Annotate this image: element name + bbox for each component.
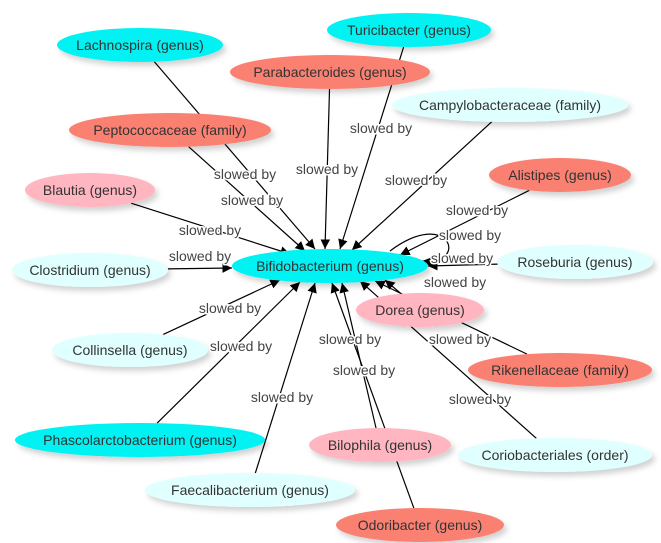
edge-label: slowed by bbox=[424, 274, 486, 290]
node-label: Bifidobacterium (genus) bbox=[256, 258, 404, 274]
node-collinsella[interactable]: Collinsella (genus) bbox=[52, 333, 208, 367]
node-peptococcaceae[interactable]: Peptococcaceae (family) bbox=[69, 113, 271, 147]
edge-phascolarctobacterium-to-bifidobacterium[interactable] bbox=[156, 281, 301, 424]
edge-label: slowed by bbox=[319, 331, 381, 347]
node-label: Alistipes (genus) bbox=[508, 167, 612, 183]
node-label: Lachnospira (genus) bbox=[76, 37, 204, 53]
edge-dorea-to-bifidobacterium[interactable] bbox=[384, 279, 402, 295]
edge-bilophila-to-bifidobacterium[interactable] bbox=[339, 282, 377, 429]
edge-label: slowed by bbox=[179, 222, 241, 238]
node-ellipse[interactable] bbox=[12, 253, 168, 287]
node-label: Bilophila (genus) bbox=[328, 437, 432, 453]
nodes-layer: Lachnospira (genus) Turicibacter (genus) P… bbox=[12, 13, 653, 542]
edge-label: slowed by bbox=[385, 172, 447, 188]
node-parabacteroides[interactable]: Parabacteroides (genus) bbox=[230, 55, 430, 89]
node-ellipse[interactable] bbox=[356, 293, 484, 327]
node-ellipse[interactable] bbox=[230, 55, 430, 89]
node-ellipse[interactable] bbox=[309, 428, 451, 462]
edge-parabacteroides-to-bifidobacterium[interactable] bbox=[320, 88, 331, 250]
node-rikenellaceae[interactable]: Rikenellaceae (family) bbox=[468, 353, 652, 387]
edge-label: slowed by bbox=[221, 192, 283, 208]
node-ellipse[interactable] bbox=[327, 13, 491, 47]
node-label: Clostridium (genus) bbox=[29, 262, 150, 278]
edge-bifidobacterium-to-bifidobacterium[interactable] bbox=[389, 233, 450, 267]
node-clostridium[interactable]: Clostridium (genus) bbox=[12, 253, 168, 287]
edge-lachnospira-to-bifidobacterium[interactable] bbox=[153, 61, 316, 250]
edge-clostridium-to-bifidobacterium[interactable] bbox=[167, 263, 233, 273]
node-ellipse[interactable] bbox=[489, 158, 631, 192]
edge-roseburia-to-bifidobacterium[interactable] bbox=[427, 260, 498, 271]
node-label: Parabacteroides (genus) bbox=[253, 64, 406, 80]
node-ellipse[interactable] bbox=[232, 249, 428, 283]
node-label: Coriobacteriales (order) bbox=[481, 447, 628, 463]
edge-label: slowed by bbox=[350, 120, 412, 136]
edge-label: slowed by bbox=[214, 166, 276, 182]
edge-label: slowed by bbox=[169, 248, 231, 264]
node-ellipse[interactable] bbox=[57, 28, 223, 62]
node-bifidobacterium[interactable]: Bifidobacterium (genus) bbox=[232, 249, 428, 283]
edge-labels-layer: slowed by slowed by slowed by slowed by slow… bbox=[167, 119, 512, 409]
node-label: Dorea (genus) bbox=[375, 302, 465, 318]
node-label: Rikenellaceae (family) bbox=[491, 362, 629, 378]
edge-label: slowed by bbox=[333, 362, 395, 378]
node-odoribacter[interactable]: Odoribacter (genus) bbox=[336, 508, 504, 542]
node-dorea[interactable]: Dorea (genus) bbox=[356, 293, 484, 327]
edge-collinsella-to-bifidobacterium[interactable] bbox=[162, 279, 281, 336]
edge-label: slowed by bbox=[439, 227, 501, 243]
edge-label: slowed by bbox=[199, 300, 261, 316]
node-alistipes[interactable]: Alistipes (genus) bbox=[489, 158, 631, 192]
node-label: Roseburia (genus) bbox=[517, 254, 632, 270]
node-ellipse[interactable] bbox=[497, 245, 653, 279]
node-label: Odoribacter (genus) bbox=[358, 517, 483, 533]
node-roseburia[interactable]: Roseburia (genus) bbox=[497, 245, 653, 279]
node-ellipse[interactable] bbox=[336, 508, 504, 542]
node-label: Turicibacter (genus) bbox=[347, 22, 471, 38]
node-label: Collinsella (genus) bbox=[72, 342, 187, 358]
edge-blautia-to-bifidobacterium[interactable] bbox=[130, 202, 291, 256]
node-ellipse[interactable] bbox=[69, 113, 271, 147]
node-bilophila[interactable]: Bilophila (genus) bbox=[309, 428, 451, 462]
edge-label: slowed by bbox=[446, 202, 508, 218]
node-label: Faecalibacterium (genus) bbox=[171, 482, 329, 498]
node-ellipse[interactable] bbox=[392, 88, 628, 122]
node-faecalibacterium[interactable]: Faecalibacterium (genus) bbox=[145, 473, 355, 507]
node-lachnospira[interactable]: Lachnospira (genus) bbox=[57, 28, 223, 62]
edge-label: slowed by bbox=[431, 250, 493, 266]
node-label: Campylobacteraceae (family) bbox=[419, 97, 601, 113]
edge-label: slowed by bbox=[210, 338, 272, 354]
node-ellipse[interactable] bbox=[458, 438, 652, 472]
node-ellipse[interactable] bbox=[15, 423, 265, 457]
node-ellipse[interactable] bbox=[25, 173, 155, 207]
node-turicibacter[interactable]: Turicibacter (genus) bbox=[327, 13, 491, 47]
edge-faecalibacterium-to-bifidobacterium[interactable] bbox=[254, 282, 317, 474]
edge-label: slowed by bbox=[251, 389, 313, 405]
edge-campylobacteraceae-to-bifidobacterium[interactable] bbox=[351, 121, 493, 251]
node-label: Blautia (genus) bbox=[43, 182, 137, 198]
node-ellipse[interactable] bbox=[52, 333, 208, 367]
node-ellipse[interactable] bbox=[468, 353, 652, 387]
node-label: Phascolarctobacterium (genus) bbox=[43, 432, 237, 448]
node-coriobacteriales[interactable]: Coriobacteriales (order) bbox=[458, 438, 652, 472]
edge-odoribacter-to-bifidobacterium[interactable] bbox=[330, 282, 415, 509]
node-ellipse[interactable] bbox=[145, 473, 355, 507]
node-campylobacteraceae[interactable]: Campylobacteraceae (family) bbox=[392, 88, 628, 122]
edge-alistipes-to-bifidobacterium[interactable] bbox=[399, 189, 530, 256]
edge-label: slowed by bbox=[429, 331, 491, 347]
node-label: Peptococcaceae (family) bbox=[93, 122, 246, 138]
node-blautia[interactable]: Blautia (genus) bbox=[25, 173, 155, 207]
edge-label: slowed by bbox=[449, 391, 511, 407]
edge-label: slowed by bbox=[296, 161, 358, 177]
node-phascolarctobacterium[interactable]: Phascolarctobacterium (genus) bbox=[15, 423, 265, 457]
edge-peptococcaceae-to-bifidobacterium[interactable] bbox=[188, 146, 306, 252]
